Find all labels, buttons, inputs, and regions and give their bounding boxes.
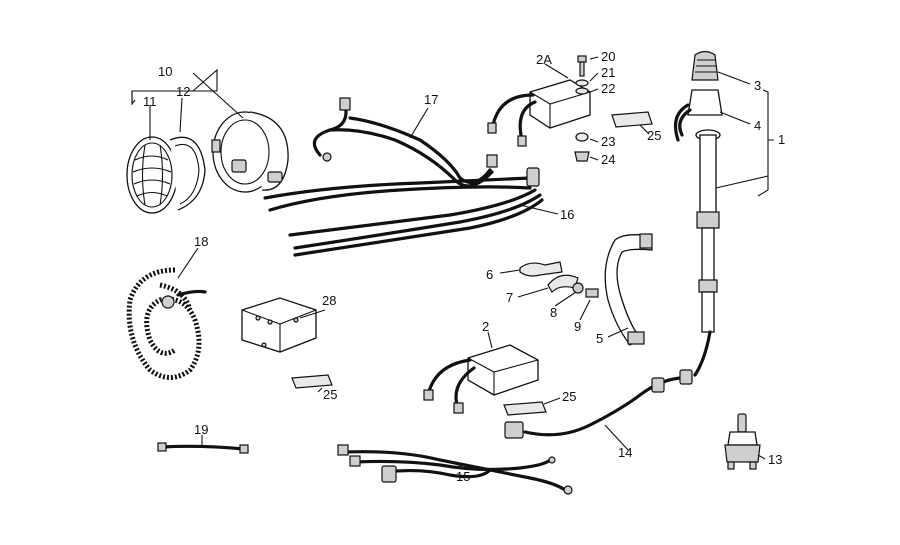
antenna-pole-assembly (674, 50, 723, 377)
leader-14 (604, 424, 629, 451)
callout-20: 20 (601, 49, 615, 64)
pad-25-right (503, 401, 547, 416)
leader-28 (299, 309, 326, 319)
washer-22 (575, 87, 589, 95)
clamp-6 (519, 261, 563, 277)
callout-25-left: 25 (323, 387, 337, 402)
wire-19 (157, 442, 249, 454)
leader-16 (519, 204, 559, 215)
callout-22: 22 (601, 81, 615, 96)
toggle-switch-13 (724, 413, 761, 470)
leader-2a (544, 63, 569, 79)
module-box-28 (241, 297, 317, 353)
leader-10 (192, 72, 244, 119)
module-box-2a (487, 79, 591, 147)
leader-4 (719, 111, 751, 125)
bolt-9 (585, 288, 599, 298)
leader-15 (447, 461, 463, 467)
callout-16: 16 (560, 207, 574, 222)
wire-harness-14 (504, 369, 693, 439)
leader-17 (409, 107, 429, 139)
leader-18 (177, 247, 199, 279)
nut-24 (574, 151, 590, 162)
callout-25-right: 25 (562, 389, 576, 404)
bracket-1 (757, 89, 774, 197)
callout-6: 6 (486, 267, 493, 282)
callout-2a: 2A (536, 52, 552, 67)
callout-7: 7 (506, 290, 513, 305)
screw-20 (577, 55, 587, 77)
callout-11: 11 (143, 94, 157, 109)
callout-21: 21 (601, 65, 615, 80)
wire-harness-16 (263, 167, 544, 257)
module-box-2 (423, 344, 539, 414)
leaders-20-24 (589, 56, 599, 161)
leader-9 (579, 299, 591, 321)
callout-1: 1 (778, 132, 785, 147)
bracket-5 (604, 233, 653, 346)
pad-25-top (611, 111, 653, 128)
callout-8: 8 (550, 305, 557, 320)
callout-28: 28 (322, 293, 336, 308)
leader-12 (179, 97, 183, 133)
leader-8 (554, 291, 577, 307)
callout-13: 13 (768, 452, 782, 467)
headlight-lens (126, 136, 178, 214)
leader-3 (717, 71, 751, 85)
callout-2: 2 (482, 319, 489, 334)
headlight-rim (169, 136, 206, 211)
callout-14: 14 (618, 445, 632, 460)
leader-7 (517, 287, 549, 298)
leader-1 (715, 175, 769, 189)
leader-6 (499, 269, 521, 274)
callout-9: 9 (574, 319, 581, 334)
wire-harness-18 (126, 267, 207, 380)
leader-25-left (317, 387, 323, 393)
callout-19: 19 (194, 422, 208, 437)
washer-8 (572, 282, 584, 294)
wire-harness-15 (337, 444, 573, 495)
callout-25-top: 25 (647, 128, 661, 143)
wire-harness-17 (312, 97, 498, 188)
callout-4: 4 (754, 118, 761, 133)
callout-23: 23 (601, 134, 615, 149)
leader-2 (487, 331, 493, 349)
leader-5 (607, 327, 629, 338)
washer-23 (575, 132, 589, 142)
callout-3: 3 (754, 78, 761, 93)
callout-12: 12 (176, 84, 190, 99)
callout-18: 18 (194, 234, 208, 249)
washer-21 (575, 79, 589, 87)
leader-25-top (639, 124, 650, 135)
leader-13 (757, 454, 766, 460)
headlight-shell (211, 111, 289, 193)
pad-25-left (291, 374, 333, 389)
callout-17: 17 (424, 92, 438, 107)
callout-10: 10 (158, 64, 172, 79)
leader-25-right (543, 397, 561, 405)
callout-5: 5 (596, 331, 603, 346)
callout-15: 15 (456, 469, 470, 484)
callout-24: 24 (601, 152, 615, 167)
